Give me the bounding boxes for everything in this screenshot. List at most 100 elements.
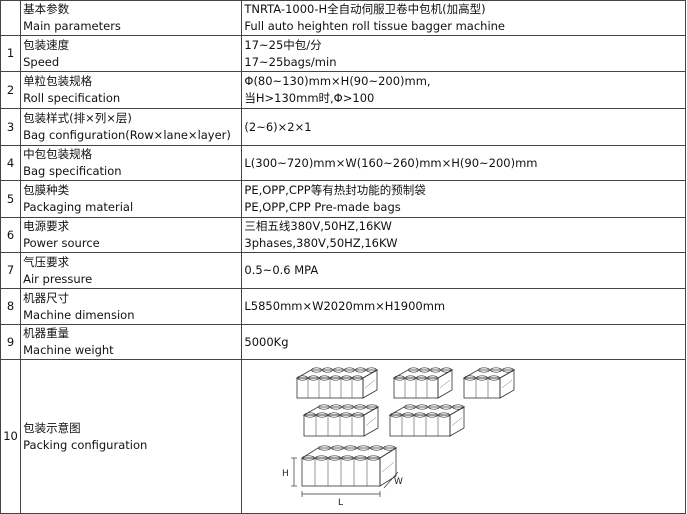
packing-row: 10 包装示意图 Packing configuration H L W (0, 359, 686, 514)
table-row: 3 包装样式(排×列×层) Bag configuration(Row×lane… (0, 108, 686, 146)
row-name-cell: 包装速度 Speed (20, 35, 243, 72)
row-number: 3 (0, 108, 22, 146)
seal-line (502, 379, 513, 389)
row-value-cell: L(300~720)mm×W(160~260)mm×H(90~200)mm (241, 145, 686, 181)
header-row: 基本参数 Main parameters TNRTA-1000-H全自动伺服卫卷… (0, 0, 686, 36)
packing-option-5x2 (302, 404, 380, 437)
row-value-cell: 17~25中包/分 17~25bags/min (241, 35, 686, 72)
header-value-cell: TNRTA-1000-H全自动伺服卫卷中包机(加高型) Full auto he… (241, 0, 686, 36)
row-value-cell: PE,OPP,CPP等有热封功能的预制袋 PE,OPP,CPP Pre-made… (241, 180, 686, 218)
row-name-cell: 电源要求 Power source (20, 217, 243, 253)
row-number: 1 (0, 35, 22, 72)
row-name-en: Air pressure (23, 271, 93, 286)
header-name-zh: 基本参数 (23, 2, 70, 16)
row-name-zh: 中包包装规格 (23, 147, 93, 161)
row-name-cell: 机器重量 Machine weight (20, 324, 243, 360)
width-dimension-label: W (394, 477, 403, 487)
row-value-cell: 三相五线380V,50HZ,16KW 3phases,380V,50HZ,16K… (241, 217, 686, 253)
row-name-cell: 包装样式(排×列×层) Bag configuration(Row×lane×l… (20, 108, 243, 146)
row-name-zh: 包装样式(排×列×层) (23, 111, 132, 125)
row-name-en: Machine weight (23, 343, 114, 357)
row-name-zh: 电源要求 (23, 219, 70, 233)
row-number: 2 (0, 71, 22, 109)
header-value-zh: TNRTA-1000-H全自动伺服卫卷中包机(加高型) (244, 2, 486, 16)
seal-line (440, 379, 451, 389)
row-value-1: 三相五线380V,50HZ,16KW (244, 219, 392, 233)
row-value-1: 5000Kg (244, 334, 289, 349)
packing-option-5x2-alt (388, 404, 466, 437)
row-name-cell: 中包包装规格 Bag specification (20, 145, 243, 181)
header-name-cell: 基本参数 Main parameters (20, 0, 243, 36)
packing-configuration-diagram: H L W (282, 367, 516, 508)
header-name-en: Main parameters (23, 19, 121, 33)
row-number: 6 (0, 217, 22, 253)
row-value-cell: 0.5~0.6 MPA (241, 252, 686, 289)
height-dimension-label: H (282, 469, 289, 479)
row-name-en: Bag configuration(Row×lane×layer) (23, 128, 231, 142)
row-name-en: Power source (23, 236, 100, 250)
row-number: 9 (0, 324, 22, 360)
row-value-cell: (2~6)×2×1 (241, 108, 686, 146)
width-dimension-line (384, 471, 399, 489)
header-value-en: Full auto heighten roll tissue bagger ma… (244, 19, 506, 33)
row-value-1: PE,OPP,CPP等有热封功能的预制袋 (244, 183, 426, 197)
packing-diagram-cell: H L W (241, 359, 686, 514)
row-value-cell: 5000Kg (241, 324, 686, 360)
row-value-2: 3phases,380V,50HZ,16KW (244, 236, 398, 250)
row-value-1: (2~6)×2×1 (244, 119, 312, 134)
row-value-2: PE,OPP,CPP Pre-made bags (244, 200, 401, 214)
row-value-1: L5850mm×W2020mm×H1900mm (244, 299, 446, 313)
bag-front-face (463, 377, 501, 399)
row-name-cell: 包膜种类 Packaging material (20, 180, 243, 218)
table-row: 6 电源要求 Power source 三相五线380V,50HZ,16KW 3… (0, 217, 686, 253)
table-row: 7 气压要求 Air pressure 0.5~0.6 MPA (0, 252, 686, 289)
row-name-zh: 包装速度 (23, 37, 70, 52)
table-row: 9 机器重量 Machine weight 5000Kg (0, 324, 686, 360)
row-value-2: 17~25bags/min (244, 54, 337, 69)
row-name-cell: 机器尺寸 Machine dimension (20, 288, 243, 325)
row-name-zh: 机器尺寸 (23, 290, 70, 305)
seal-line (366, 417, 377, 426)
bag-top-face (302, 406, 380, 416)
table-row: 5 包膜种类 Packaging material PE,OPP,CPP等有热封… (0, 180, 686, 218)
row-value-cell: Φ(80~130)mm×H(90~200)mm, 当H>130mm时,Φ>100 (241, 71, 686, 109)
row-number: 7 (0, 252, 22, 289)
row-name-zh: 机器重量 (23, 326, 70, 340)
header-num-cell (0, 0, 22, 36)
row-name-en: Machine dimension (23, 307, 135, 322)
bag-top-face (388, 406, 466, 416)
row-value-2: 当H>130mm时,Φ>100 (244, 91, 375, 105)
table-row: 4 中包包装规格 Bag specification L(300~720)mm×… (0, 145, 686, 181)
row-name-zh: 单粒包装规格 (23, 74, 93, 88)
table-row: 8 机器尺寸 Machine dimension L5850mm×W2020mm… (0, 288, 686, 325)
row-name-cell: 气压要求 Air pressure (20, 252, 243, 289)
row-value-1: 0.5~0.6 MPA (244, 263, 319, 277)
row-number: 8 (0, 288, 22, 325)
bag-top-face (300, 447, 398, 459)
length-dimension-label: L (338, 498, 343, 508)
bag-top-face (295, 369, 379, 379)
row-name-cell: 单粒包装规格 Roll specification (20, 71, 243, 109)
row-value-cell: L5850mm×W2020mm×H1900mm (241, 288, 686, 325)
row-name-en: Speed (23, 54, 60, 69)
row-number: 10 (0, 359, 22, 514)
row-value-1: 17~25中包/分 (244, 37, 322, 52)
seal-line (365, 379, 376, 389)
seal-line (452, 417, 463, 426)
row-number: 5 (0, 180, 22, 218)
packing-option-6x2-dimensioned (300, 445, 398, 487)
row-number: 4 (0, 145, 22, 181)
packing-option-6x2 (295, 367, 379, 399)
row-name-en: Packing configuration (23, 437, 148, 452)
seal-line (382, 461, 395, 473)
bag-top-face (392, 369, 454, 379)
row-name-cell: 包装示意图 Packing configuration (20, 359, 243, 514)
bag-front-face (303, 414, 365, 437)
row-name-zh: 包装示意图 (23, 420, 81, 435)
row-name-en: Roll specification (23, 91, 121, 105)
table-row: 2 单粒包装规格 Roll specification Φ(80~130)mm×… (0, 71, 686, 109)
packing-option-4x2 (392, 367, 454, 399)
row-name-zh: 包膜种类 (23, 183, 70, 197)
row-name-en: Packaging material (23, 200, 134, 214)
